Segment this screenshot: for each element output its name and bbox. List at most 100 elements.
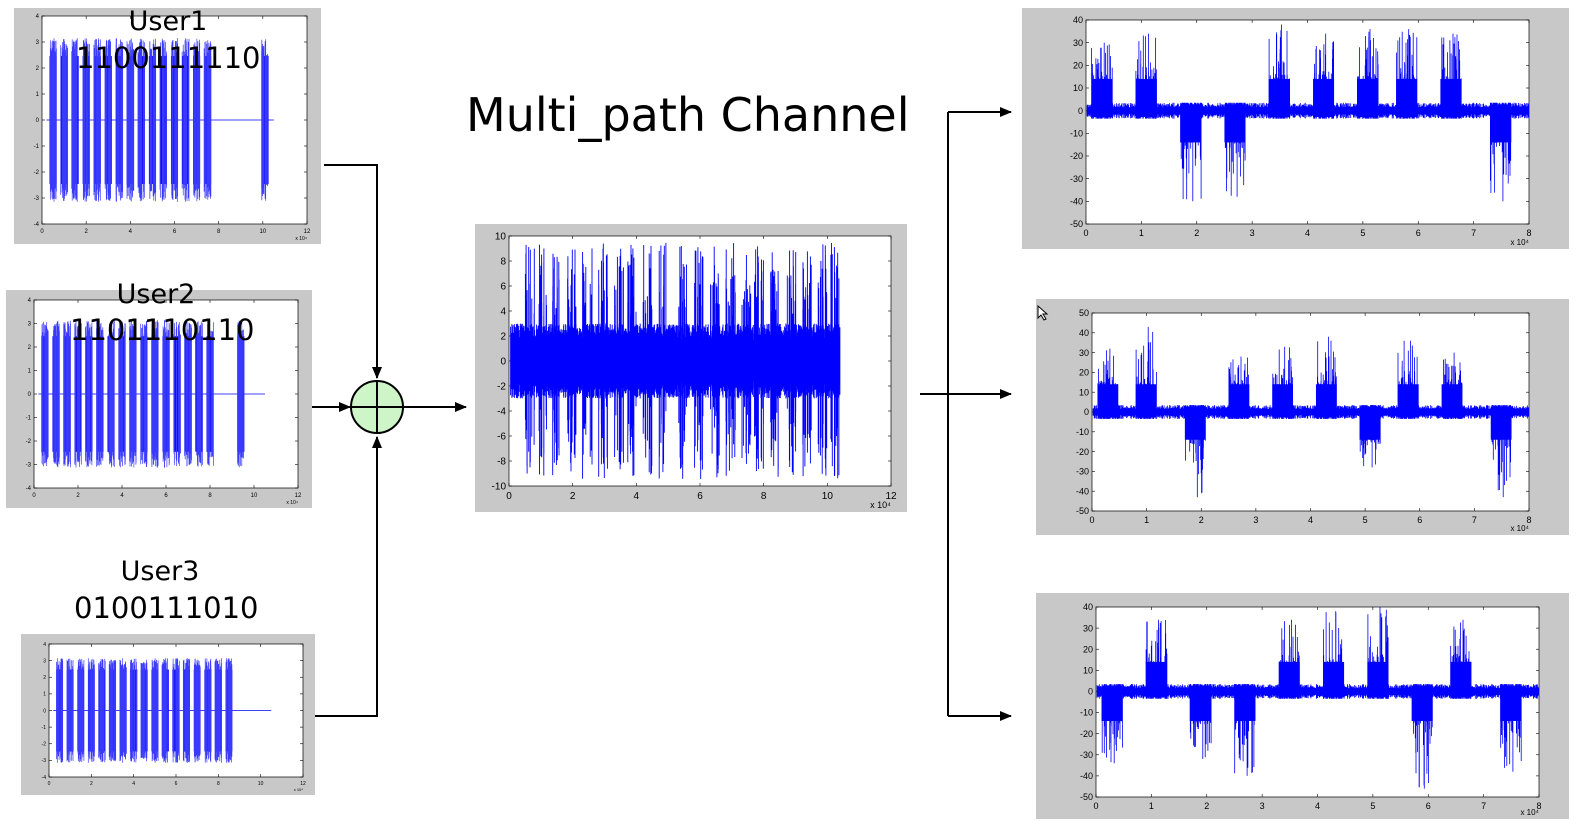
signal-burst xyxy=(582,248,593,479)
user3-to-adder-line xyxy=(315,436,382,717)
signal-burst xyxy=(193,38,201,202)
signal-burst xyxy=(552,253,560,476)
y-tick-label: -10 xyxy=(1070,128,1083,138)
signal-burst xyxy=(261,39,269,201)
y-tick-label: -8 xyxy=(497,457,506,468)
signal-burst xyxy=(830,243,840,479)
signal-burst xyxy=(52,320,60,468)
signal-burst xyxy=(1411,684,1433,789)
x-multiplier-label: x 10⁴ xyxy=(295,236,307,242)
x-tick-label: 2 xyxy=(1194,228,1199,238)
y-tick-label: 3 xyxy=(43,658,46,664)
y-tick-label: -4 xyxy=(26,486,32,492)
signal-burst xyxy=(1091,42,1113,119)
signal-burst xyxy=(137,38,145,202)
x-tick-label: 0 xyxy=(1089,515,1094,525)
signal-burst xyxy=(195,321,203,467)
signal-burst xyxy=(225,658,233,763)
y-tick-label: 40 xyxy=(1073,15,1083,25)
x-tick-label: 2 xyxy=(76,493,80,499)
signal-burst xyxy=(60,39,68,201)
signal-trace xyxy=(510,242,841,480)
signal-burst xyxy=(1268,24,1290,119)
signal-burst xyxy=(1278,619,1300,699)
signal-burst xyxy=(710,246,720,478)
x-tick-label: 0 xyxy=(506,491,512,502)
signal-burst xyxy=(87,658,95,763)
x-tick-label: 10 xyxy=(258,781,264,787)
signal-burst xyxy=(1367,607,1389,699)
signal-burst xyxy=(658,242,667,479)
x-tick-label: 4 xyxy=(634,491,640,502)
y-tick-label: -6 xyxy=(497,432,506,443)
x-tick-label: 8 xyxy=(1526,228,1531,238)
x-tick-label: 6 xyxy=(164,493,168,499)
y-tick-label: -2 xyxy=(42,742,47,748)
y-tick-label: 4 xyxy=(36,14,40,20)
signal-burst xyxy=(642,245,653,475)
signal-burst xyxy=(1490,102,1512,202)
x-tick-label: 12 xyxy=(300,781,306,787)
signal-burst xyxy=(1145,619,1168,699)
y-tick-label: 4 xyxy=(500,307,506,318)
y-tick-label: -50 xyxy=(1080,792,1093,802)
x-tick-label: 1 xyxy=(1149,801,1154,811)
signal-burst xyxy=(1500,684,1522,772)
x-tick-label: 8 xyxy=(1526,515,1531,525)
x-tick-label: 2 xyxy=(570,491,576,502)
x-tick-label: 8 xyxy=(761,491,767,502)
signal-burst xyxy=(1396,29,1418,119)
x-tick-label: 4 xyxy=(132,781,135,787)
x-tick-label: 12 xyxy=(885,491,897,502)
signal-burst xyxy=(1135,326,1157,419)
y-tick-label: 20 xyxy=(1079,368,1089,378)
signal-burst xyxy=(1359,405,1381,468)
y-tick-label: -30 xyxy=(1070,174,1083,184)
signal-burst xyxy=(173,321,181,467)
signal-trace xyxy=(38,320,265,468)
signal-burst xyxy=(538,244,547,476)
x-tick-label: 1 xyxy=(1139,228,1144,238)
signal-burst xyxy=(85,320,93,468)
x-tick-label: 6 xyxy=(697,491,703,502)
x-tick-label: 7 xyxy=(1471,228,1476,238)
signal-burst xyxy=(1450,619,1472,699)
signal-burst xyxy=(148,38,157,202)
x-tick-label: 2 xyxy=(1204,801,1209,811)
x-tick-label: 8 xyxy=(208,493,212,499)
signal-trace xyxy=(1086,24,1529,202)
x-tick-label: 12 xyxy=(304,229,311,235)
y-tick-label: -3 xyxy=(26,463,32,469)
x-tick-label: 4 xyxy=(1308,515,1313,525)
signal-burst xyxy=(140,659,148,762)
y-tick-label: -10 xyxy=(1076,427,1089,437)
signal-burst xyxy=(1323,611,1345,699)
user3-code: 0100111010 xyxy=(74,591,259,625)
x-tick-label: 4 xyxy=(120,493,124,499)
signal-burst xyxy=(1272,346,1294,419)
signal-burst xyxy=(786,250,797,475)
signal-burst xyxy=(678,246,687,479)
signal-burst xyxy=(1101,684,1123,764)
signal-burst xyxy=(203,40,212,200)
x-tick-label: 7 xyxy=(1472,515,1477,525)
x-tick-label: 7 xyxy=(1481,801,1486,811)
plus-circle-icon xyxy=(350,380,404,434)
signal-burst xyxy=(162,320,170,468)
signal-burst xyxy=(129,320,137,468)
y-tick-label: -1 xyxy=(42,725,47,731)
signal-burst xyxy=(214,658,222,763)
signal-burst xyxy=(107,320,115,468)
signal-burst xyxy=(1490,405,1512,498)
y-tick-label: 10 xyxy=(1083,665,1093,675)
signal-burst xyxy=(598,243,608,478)
y-tick-label: 1 xyxy=(36,92,40,98)
x-tick-label: 4 xyxy=(1315,801,1320,811)
y-tick-label: -20 xyxy=(1076,447,1089,457)
x-tick-label: 6 xyxy=(1416,228,1421,238)
x-tick-label: 0 xyxy=(1093,801,1098,811)
